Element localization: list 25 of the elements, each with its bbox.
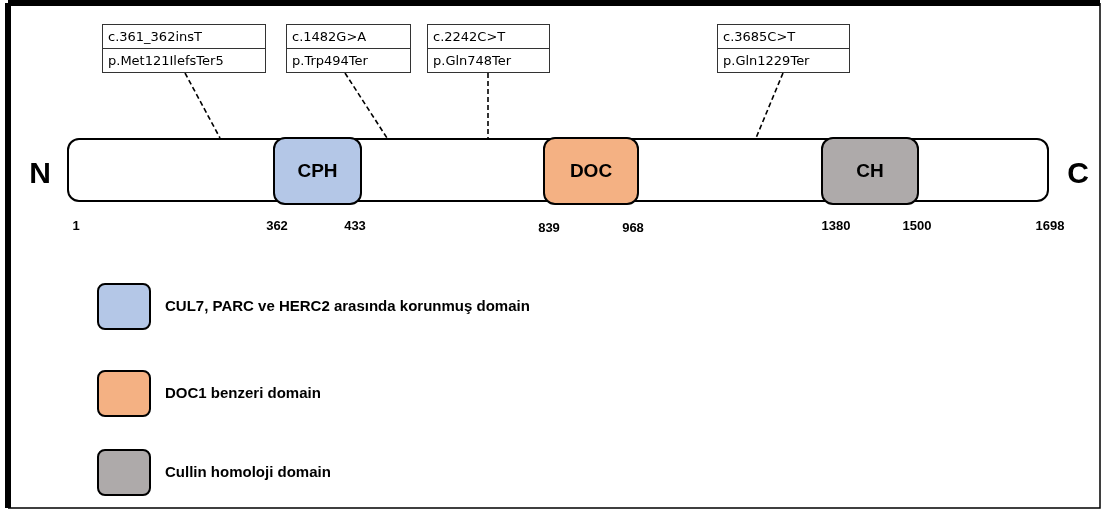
terminus-label: N [29,156,51,190]
leader-line [344,72,388,139]
legend-label: Cullin homoloji domain [165,463,331,480]
mutation-box: c.3685C>T p.Gln1229Ter [717,24,850,73]
domain-box: CPH [273,137,362,205]
mutation-box: c.361_362insT p.Met121IlefsTer5 [102,24,266,73]
residue-position: 839 [538,220,560,235]
leader-line [184,72,221,139]
mutation-box: c.1482G>A p.Trp494Ter [286,24,411,73]
residue-position: 968 [622,220,644,235]
leader-line [755,72,784,139]
legend-label: DOC1 benzeri domain [165,384,321,401]
protein-bar [67,138,1049,202]
domain-box: DOC [543,137,639,205]
legend-label: CUL7, PARC ve HERC2 arasında korunmuş domain [165,297,530,314]
mutation-box: c.2242C>T p.Gln748Ter [427,24,550,73]
residue-position: 1 [72,218,80,233]
residue-position: 1380 [821,218,851,233]
residue-position: 1698 [1035,218,1065,233]
residue-position: 433 [344,218,366,233]
leader-line [487,72,489,139]
domain-box: CH [821,137,919,205]
terminus-label: C [1067,156,1089,190]
residue-position: 362 [266,218,288,233]
residue-position: 1500 [902,218,932,233]
